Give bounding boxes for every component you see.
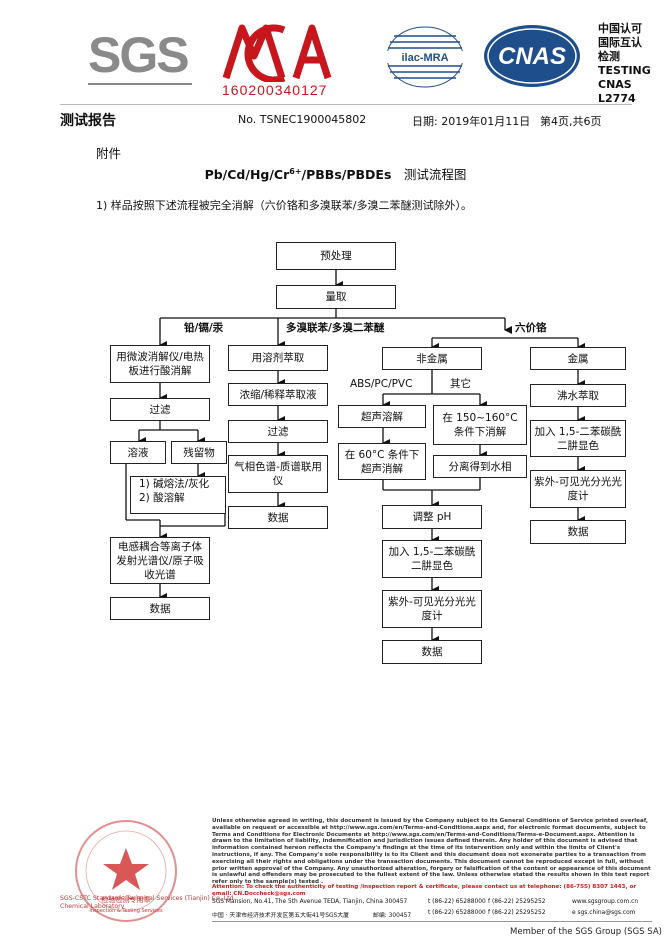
step-gcms: 气相色谱-质谱联用仪	[228, 455, 328, 493]
page-indicator: 第4页,共6页	[540, 115, 602, 128]
step-water-phase: 分离得到水相	[433, 455, 527, 478]
step-nonmetal: 非金属	[382, 347, 482, 370]
telephone: t (86-22) 65288000	[428, 899, 486, 905]
step-filter-metals: 过滤	[110, 398, 210, 421]
attachment-label: 附件	[96, 146, 122, 161]
cnas-line: 中国认可	[598, 22, 642, 35]
footer-rule	[212, 921, 652, 922]
step-acid-digestion: 用微波消解仪/电热板进行酸消解	[110, 345, 210, 383]
step-solution: 溶液	[110, 441, 166, 464]
step-color-metal: 加入 1,5-二苯碳酰二肼显色	[530, 420, 626, 457]
lab-line: Chemical Laboratory	[60, 903, 125, 910]
step-digest-150: 在 150~160°C 条件下消解	[433, 405, 527, 445]
lab-line: SGS-CSTC Standards Technical Services (T…	[60, 895, 236, 902]
stamp-english: Inspection & Testing Services	[89, 908, 163, 914]
sgs-logo-underline	[88, 83, 192, 85]
header-rule	[60, 104, 632, 105]
step-filter-pbb: 过滤	[228, 420, 328, 443]
lab-name: SGS-CSTC Standards Technical Services (T…	[60, 895, 235, 911]
step-solvent-extraction: 用溶剂萃取	[228, 345, 328, 371]
website: www.sgsgroup.com.cn	[572, 899, 639, 905]
step-pretreatment: 预处理	[276, 242, 396, 270]
company-stamp: 检验检测专用章 Inspection & Testing Services	[75, 820, 177, 922]
step-adjust-ph: 调整 pH	[382, 505, 482, 529]
step-boiling-water: 沸水萃取	[530, 384, 626, 407]
step-concentrate: 浓缩/稀释萃取液	[228, 383, 328, 406]
step-uv-vis-nonmetal: 紫外-可见光分光光度计	[382, 590, 482, 628]
cnas-line: 检测	[598, 50, 620, 63]
cnas-text: CNAS	[498, 43, 566, 70]
alkali-fusion-line: 1) 碱熔法/灰化	[139, 478, 210, 490]
branch-label-metals: 铅/镉/汞	[184, 322, 224, 334]
step-metal: 金属	[530, 347, 626, 370]
step-ultrasonic-dissolve: 超声溶解	[338, 405, 426, 428]
flow-note: 1) 样品按照下述流程被完全消解（六价铬和多溴联苯/多溴二苯醚测试除外）。	[96, 199, 472, 212]
fax-cn: f (86-22) 25295252	[488, 910, 546, 916]
step-icp-aas: 电感耦合等离子体发射光谱仪/原子吸收光谱	[110, 537, 210, 584]
step-alkali-fusion: 1) 碱熔法/灰化 2) 酸溶解	[130, 476, 226, 514]
label-other: 其它	[450, 378, 471, 390]
step-data-metal: 数据	[530, 520, 626, 544]
step-data-pbb: 数据	[228, 506, 328, 529]
branch-label-cr6: 六价铬	[515, 322, 547, 334]
telephone-cn: t (86-22) 65288000	[428, 910, 486, 916]
cnas-line: CNAS L2774	[598, 78, 636, 105]
step-color-nonmetal: 加入 1,5-二苯碳酰二肼显色	[382, 540, 482, 578]
step-ultrasonic-60: 在 60°C 条件下超声消解	[338, 443, 426, 480]
address-english: SGS Mansion, No.41, The 5th Avenue TEDA,…	[212, 899, 408, 905]
cnas-accreditation-text: 中国认可 国际互认 检测 TESTING CNAS L2774	[598, 22, 671, 106]
legal-disclaimer: Unless otherwise agreed in writing, this…	[212, 818, 651, 886]
email: e sgs.china@sgs.com	[572, 910, 636, 916]
authenticity-notice: Attention: To check the authenticity of …	[212, 884, 637, 897]
cnas-line: 国际互认	[598, 36, 642, 49]
report-date: 日期: 2019年01月11日	[412, 115, 531, 128]
ilac-mra-logo: ilac-MRA	[386, 26, 464, 88]
step-weigh: 量取	[276, 285, 396, 309]
member-of-sgs: Member of the SGS Group (SGS SA)	[510, 927, 662, 937]
cma-number: 160200340127	[222, 82, 328, 98]
acid-dissolve-line: 2) 酸溶解	[139, 492, 185, 504]
step-data-metals: 数据	[110, 597, 210, 620]
step-data-nonmetal: 数据	[382, 640, 482, 664]
postcode: 邮编: 300457	[373, 913, 412, 919]
address-chinese: 中国 · 天津市经济技术开发区第五大街41号SGS大厦	[212, 913, 350, 919]
cnas-logo: CNAS	[484, 25, 580, 87]
cnas-line: TESTING	[598, 64, 651, 77]
fax: f (86-22) 25295252	[488, 899, 546, 905]
star-icon	[103, 848, 149, 890]
step-residue: 残留物	[171, 441, 227, 464]
report-title: 测试报告	[60, 113, 116, 129]
report-number: No. TSNEC1900045802	[238, 113, 367, 126]
stamp-title: 检验检测专用章	[102, 895, 151, 904]
ilac-text: ilac-MRA	[401, 52, 448, 64]
flow-title: Pb/Cd/Hg/Cr6+/PBBs/PBDEs 测试流程图	[204, 166, 467, 182]
label-abs-pc-pvc: ABS/PC/PVC	[350, 378, 413, 390]
branch-label-pbb: 多溴联苯/多溴二苯醚	[286, 322, 385, 334]
step-uv-vis-metal: 紫外-可见光分光光度计	[530, 470, 626, 508]
sgs-logo: SGS	[88, 27, 190, 83]
cma-logo	[222, 24, 332, 82]
